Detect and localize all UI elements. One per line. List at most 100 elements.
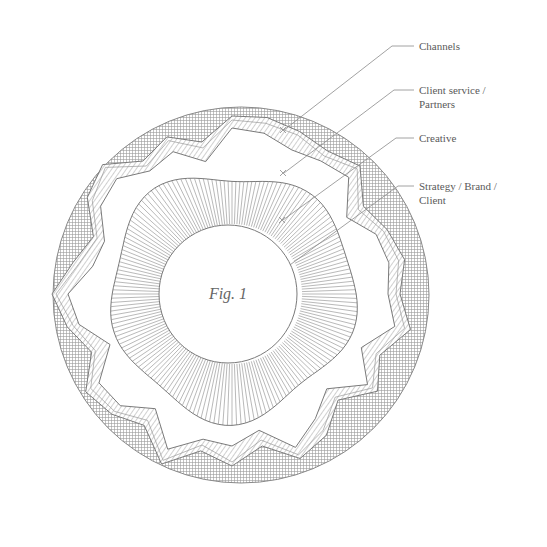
hatch-line (300, 311, 355, 325)
hatch-line (112, 296, 163, 298)
hatch-line (299, 257, 347, 273)
hatch-line (232, 181, 233, 224)
hatch-line (201, 362, 215, 418)
hatch-line (273, 191, 307, 237)
hatch-line (265, 356, 286, 396)
hatch-line (281, 344, 311, 375)
hatch-line (232, 364, 233, 425)
hatch-line (114, 316, 165, 333)
hatch-line (254, 182, 269, 228)
hatch-line (239, 182, 244, 225)
hatch-line (132, 333, 174, 361)
hatch-line (119, 262, 164, 275)
figure-label: Fig. 1 (209, 285, 247, 303)
hatch-line (141, 200, 183, 243)
hatch-line (284, 341, 318, 371)
callout-label: Client service / Partners (419, 83, 511, 111)
hatch-line (301, 273, 351, 282)
hatch-line (132, 216, 177, 251)
hatch-line (281, 203, 321, 244)
hatch-line (123, 246, 168, 266)
hatch-line (237, 182, 240, 225)
hatch-line (302, 301, 358, 307)
hatch-line (293, 329, 338, 355)
hatch-line (267, 355, 289, 394)
hatch-line (119, 323, 168, 345)
hatch-line (302, 290, 355, 292)
hatch-line (289, 335, 328, 363)
hatch-line (138, 337, 176, 367)
hatch-line (112, 311, 164, 324)
hatch-line (279, 199, 318, 242)
hatch-line (126, 233, 171, 259)
hatch-line (167, 182, 197, 233)
callout-label: Strategy / Brand / Client (419, 179, 511, 207)
hatch-line (116, 278, 163, 285)
hatch-line (242, 182, 248, 225)
hatch-line (299, 261, 347, 275)
hatch-line (186, 359, 206, 408)
hatch-line (249, 181, 260, 226)
hatch-line (297, 249, 344, 268)
hatch-line (290, 333, 331, 361)
hatch-line (113, 313, 165, 328)
hatch-line (251, 361, 266, 413)
hatch-line (199, 178, 213, 226)
center-circle: Fig. 1 (158, 224, 298, 364)
callout-label: Creative (419, 131, 511, 145)
hatch-line (176, 356, 199, 400)
hatch-line (216, 180, 222, 225)
hatch-line (258, 182, 277, 229)
hatch-line (181, 179, 204, 230)
hatch-line (279, 346, 308, 378)
hatch-line (275, 194, 310, 239)
hatch-line (251, 181, 264, 226)
hatch-line (119, 266, 165, 277)
hatch-line (113, 290, 162, 292)
hatch-line (302, 285, 355, 289)
hatch-line (258, 359, 277, 405)
hatch-line (190, 178, 208, 228)
hatch-line (155, 188, 191, 238)
hatch-line (265, 184, 290, 232)
hatch-line (290, 225, 335, 255)
hatch-line (212, 180, 220, 226)
hatch-line (254, 361, 270, 411)
hatch-line (282, 343, 314, 374)
hatch-line (227, 364, 229, 425)
hatch-line (194, 178, 210, 227)
hatch-line (224, 181, 227, 224)
hatch-line (151, 191, 189, 239)
hatch-line (163, 184, 195, 235)
hatch-line (135, 335, 175, 364)
hatch-line (302, 296, 357, 298)
hatch-line (129, 331, 172, 358)
hatch-line (189, 360, 208, 411)
hatch-line (115, 282, 163, 287)
hatch-line (130, 220, 175, 253)
hatch-line (267, 186, 295, 234)
hatch-line (302, 294, 356, 295)
hatch-line (234, 182, 236, 224)
hatch-line (148, 194, 187, 241)
hatch-line (144, 197, 185, 242)
hatch-line (298, 318, 351, 337)
hatch-line (228, 181, 230, 224)
hatch-line (234, 364, 236, 425)
hatch-line (112, 294, 162, 295)
hatch-line (301, 277, 352, 284)
hatch-line (291, 229, 336, 257)
hatch-line (111, 304, 163, 311)
hatch-line (242, 363, 250, 421)
hatch-line (218, 364, 224, 425)
hatch-line (249, 362, 262, 416)
hatch-line (237, 364, 241, 424)
hatch-line (120, 258, 165, 273)
hatch-line (142, 339, 179, 370)
callout-label: Channels (419, 39, 511, 53)
hatch-line (282, 206, 323, 246)
hatch-line (122, 325, 170, 348)
hatch-line (116, 318, 167, 337)
hatch-line (277, 196, 314, 240)
